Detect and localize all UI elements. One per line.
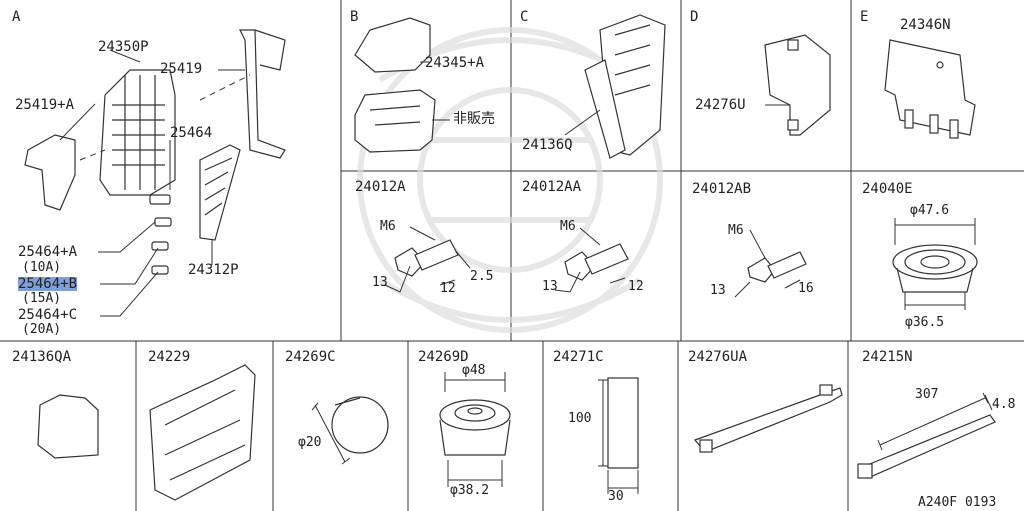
part-24269D[interactable]: 24269D: [418, 349, 469, 365]
part-24276UA[interactable]: 24276UA: [688, 349, 748, 365]
part-24012A[interactable]: 24012A: [355, 179, 406, 195]
dimension-label: 13: [372, 275, 388, 290]
dimension-label: φ38.2: [450, 483, 490, 498]
part-25464-a[interactable]: 25464+A: [18, 244, 78, 260]
dimension-label: φ48: [462, 363, 486, 378]
dimension-label: 13: [542, 279, 558, 294]
part-24271C[interactable]: 24271C: [553, 349, 604, 365]
part-24012AB[interactable]: 24012AB: [692, 181, 752, 197]
part-24012AA[interactable]: 24012AA: [522, 179, 582, 195]
section-e-letter: E: [860, 9, 869, 25]
dimension-label: 2.5: [470, 269, 494, 284]
dimension-label: 100: [568, 411, 592, 426]
part-24040E[interactable]: 24040E: [862, 181, 913, 197]
part-24312P[interactable]: 24312P: [188, 262, 239, 278]
part-24229[interactable]: 24229: [148, 349, 191, 365]
dimension-label: 12: [628, 279, 644, 294]
section-a-letter: A: [12, 9, 21, 25]
part-24136Q[interactable]: 24136Q: [522, 137, 573, 153]
thread-size-label: M6: [380, 219, 396, 234]
part-24276U[interactable]: 24276U: [695, 97, 746, 113]
part-25464-b-rating: (15A): [22, 291, 62, 306]
part-25464-a-rating: (10A): [22, 260, 62, 275]
dimension-label: φ47.6: [910, 203, 950, 218]
dimension-label: 4.8: [992, 397, 1016, 412]
part-25464-b[interactable]: 25464+B: [18, 276, 78, 292]
part-24346N[interactable]: 24346N: [900, 17, 951, 33]
dimension-label: 16: [798, 281, 814, 296]
part-25464[interactable]: 25464: [170, 125, 213, 141]
part-24269C[interactable]: 24269C: [285, 349, 336, 365]
part-25419-a[interactable]: 25419+A: [15, 97, 75, 113]
dimension-label: 30: [608, 489, 624, 504]
section-d-letter: D: [690, 9, 699, 25]
dimension-label: φ36.5: [905, 315, 945, 330]
part-25464-c[interactable]: 25464+C: [18, 307, 78, 323]
dimension-label: 307: [915, 387, 939, 402]
part-24350P[interactable]: 24350P: [98, 39, 149, 55]
reference-code: A240F 0193: [918, 495, 997, 510]
part-25464-c-rating: (20A): [22, 322, 62, 337]
part-25419[interactable]: 25419: [160, 61, 203, 77]
dimension-label: 13: [710, 283, 726, 298]
not-for-sale-label: 非販売: [453, 111, 495, 127]
section-c-letter: C: [520, 9, 529, 25]
dimension-label: 12: [440, 281, 456, 296]
thread-size-label: M6: [728, 223, 744, 238]
section-b-letter: B: [350, 9, 359, 25]
part-24345-a[interactable]: 24345+A: [425, 55, 485, 71]
dimension-label: φ20: [298, 435, 322, 450]
thread-size-label: M6: [560, 219, 576, 234]
part-24215N[interactable]: 24215N: [862, 349, 913, 365]
part-24136QA[interactable]: 24136QA: [12, 349, 72, 365]
